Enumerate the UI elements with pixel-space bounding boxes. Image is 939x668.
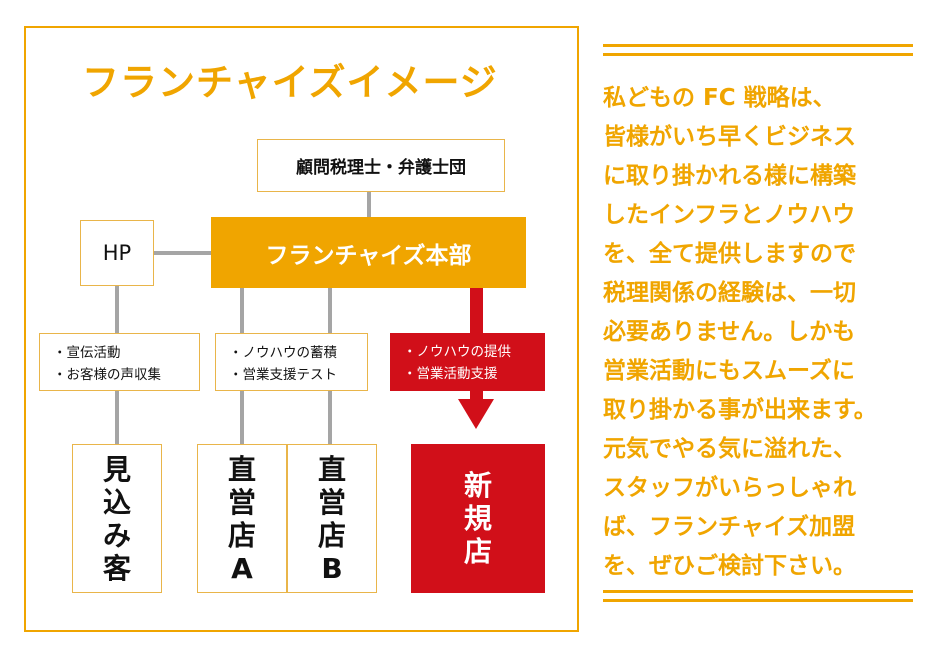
store-b-label: 直営店B: [317, 452, 346, 585]
connector-label-store-b: [328, 391, 332, 444]
advisor-box: 顧問税理士・弁護士団: [257, 139, 505, 192]
connector-hq-label-b: [328, 288, 332, 333]
connector-hq-label-a: [240, 288, 244, 333]
bottom-rule-1: [603, 590, 913, 593]
label-new-activities: ・ノウハウの提供 ・営業活動支援: [390, 333, 545, 391]
hp-box: HP: [80, 220, 154, 286]
side-line: 営業活動にもスムーズに: [603, 358, 855, 384]
connector-hp-label: [115, 286, 119, 333]
arrow-head: [458, 399, 494, 429]
new-store-label: 新規店: [463, 469, 492, 568]
side-line: したインフラとノウハウ: [603, 202, 856, 228]
side-line: 取り掛かる事が出来ます。: [603, 397, 877, 423]
label-direct-item-1: ・ノウハウの蓄積: [229, 345, 337, 361]
label-hp-item-2: ・お客様の声収集: [53, 367, 161, 383]
diagram-frame: [24, 26, 579, 632]
top-rule-2: [603, 53, 913, 56]
side-line: 私どもの FC 戦略は、: [603, 85, 836, 111]
label-new-item-2: ・営業活動支援: [403, 366, 498, 382]
franchise-hq-box: フランチャイズ本部: [211, 217, 526, 288]
connector-hp-hq: [154, 251, 211, 255]
side-line: 元気でやる気に溢れた、: [603, 436, 856, 462]
prospect-label: 見込み客: [102, 452, 131, 585]
prospect-box: 見込み客: [72, 444, 162, 593]
side-line: を、ぜひご検討下さい。: [603, 553, 856, 579]
diagram-title: フランチャイズイメージ: [82, 61, 498, 104]
side-paragraph: 私どもの FC 戦略は、 皆様がいち早くビジネス に取り掛かれる様に構築 したイ…: [603, 79, 933, 586]
connector-advisor-hq: [367, 192, 371, 217]
store-a-label: 直営店A: [227, 452, 256, 585]
side-line: ば、フランチャイズ加盟: [603, 514, 856, 540]
store-b-box: 直営店B: [287, 444, 377, 593]
side-line: 必要ありません。しかも: [603, 319, 856, 345]
side-line: 皆様がいち早くビジネス: [603, 124, 856, 150]
new-store-box: 新規店: [411, 444, 545, 593]
top-rule-1: [603, 44, 913, 47]
side-line: に取り掛かれる様に構築: [603, 163, 856, 189]
label-direct-item-2: ・営業支援テスト: [229, 367, 337, 383]
side-line: 税理関係の経験は、一切: [603, 280, 856, 306]
store-a-box: 直営店A: [197, 444, 287, 593]
label-direct-activities: ・ノウハウの蓄積 ・営業支援テスト: [215, 333, 368, 391]
label-hp-activities: ・宣伝活動 ・お客様の声収集: [39, 333, 200, 391]
side-line: スタッフがいらっしゃれ: [603, 475, 856, 501]
connector-label-store-a: [240, 391, 244, 444]
label-new-item-1: ・ノウハウの提供: [403, 344, 511, 360]
connector-label-prospect: [115, 391, 119, 444]
bottom-rule-2: [603, 599, 913, 602]
side-line: を、全て提供しますので: [603, 241, 856, 267]
label-hp-item-1: ・宣伝活動: [53, 345, 121, 361]
